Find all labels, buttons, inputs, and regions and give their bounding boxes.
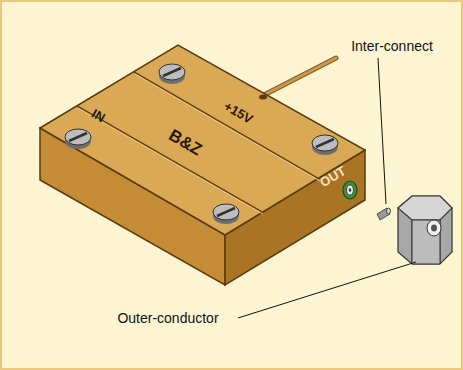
screw — [213, 204, 239, 224]
lid-groove-highlight — [78, 108, 263, 214]
lid-groove — [134, 72, 319, 179]
screw — [65, 129, 91, 149]
leader-line — [378, 58, 386, 204]
screw — [312, 135, 338, 155]
supply-wire-highlight — [262, 58, 336, 96]
lid-groove-highlight — [135, 74, 320, 181]
housing-top-face — [40, 45, 365, 235]
part-name: Inter-connect — [351, 39, 433, 53]
part-name: Outer-conductor — [117, 311, 218, 325]
output-connector — [343, 181, 357, 199]
outer-conductor-block — [398, 196, 452, 264]
supply-wire — [262, 58, 336, 96]
leader-line — [238, 262, 416, 318]
screw — [159, 64, 185, 84]
inter-connect-pin — [377, 208, 391, 220]
lid-groove — [77, 106, 262, 212]
wire-hole — [259, 95, 267, 100]
